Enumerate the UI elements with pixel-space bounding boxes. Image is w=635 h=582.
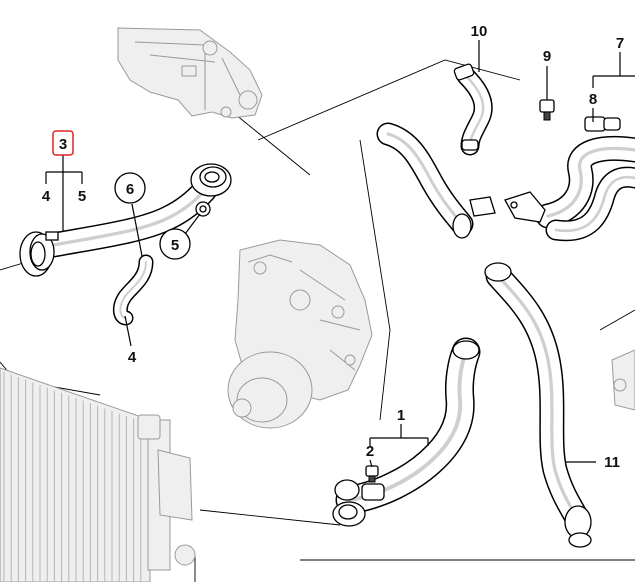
hose-7-lower — [545, 166, 635, 242]
callout-10[interactable]: 10 — [471, 23, 488, 40]
hose-clamp-lower — [332, 340, 480, 527]
hose-6-small — [112, 254, 154, 326]
callout-6[interactable]: 6 — [126, 181, 134, 198]
callout-5-circle — [159, 228, 191, 260]
hose-7 — [535, 135, 635, 229]
engine-fragment — [611, 349, 635, 411]
callout-11[interactable]: 11 — [604, 454, 620, 471]
hoses — [35, 66, 635, 533]
radiator — [0, 367, 196, 582]
hose-bracket — [452, 191, 546, 239]
hose-1 — [335, 337, 481, 515]
fittings — [19, 63, 621, 548]
screw-9 — [539, 99, 555, 121]
callout-labels: 3 4 5 6 5 4 10 9 7 8 1 2 11 — [42, 23, 624, 471]
hose-11 — [485, 263, 591, 533]
callout-5-upper[interactable]: 5 — [78, 188, 86, 205]
water-pump — [227, 239, 373, 429]
callout-1[interactable]: 1 — [397, 407, 405, 424]
callout-8[interactable]: 8 — [589, 91, 597, 108]
hose-fitting-10 — [453, 63, 479, 151]
highlight-box — [52, 130, 74, 156]
leader-lines — [45, 40, 635, 468]
callout-4-upper[interactable]: 4 — [42, 188, 51, 205]
callout-4-lower[interactable]: 4 — [128, 349, 137, 366]
callout-6-circle — [114, 172, 146, 204]
callout-2[interactable]: 2 — [366, 443, 374, 460]
callout-3[interactable]: 3 — [59, 136, 67, 153]
hose-10-left — [376, 122, 474, 236]
callout-9[interactable]: 9 — [543, 48, 551, 65]
hose-3-upper — [35, 177, 218, 259]
hose-10-top — [456, 66, 493, 156]
hose-clamp-11 — [484, 262, 592, 548]
hose-clamp-left — [19, 231, 59, 277]
screw-8 — [584, 116, 621, 132]
callout-7[interactable]: 7 — [616, 35, 624, 52]
callout-5-lower[interactable]: 5 — [171, 237, 179, 254]
thermostat-housing — [117, 27, 263, 119]
hose-clamp-upper — [190, 163, 232, 217]
